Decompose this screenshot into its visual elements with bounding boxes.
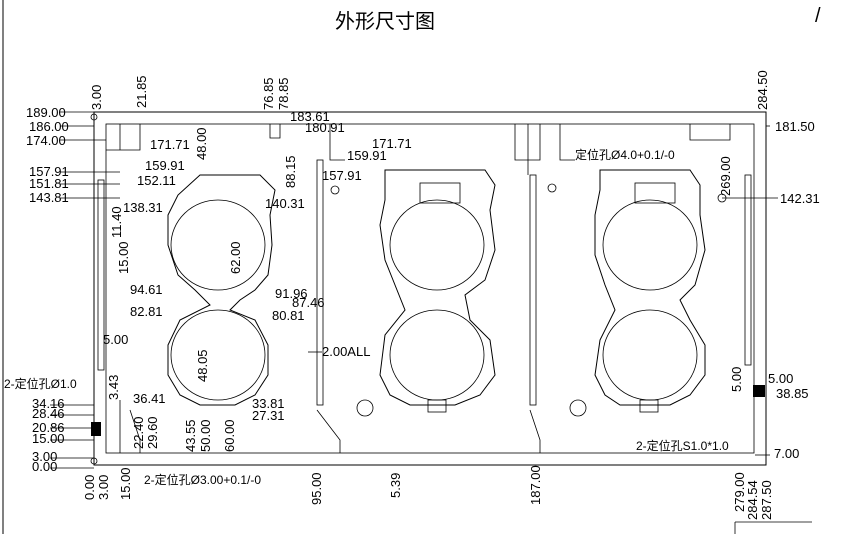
dim-label: 82.81 [130,304,163,319]
dim-label: 15.00 [32,431,65,446]
hole [569,399,587,417]
dim-label: 287.50 [759,480,774,520]
dim-label: 15.00 [116,241,131,274]
corner-mark: / [815,5,821,27]
bottom-dimensions: 0.00 3.00 15.00 95.00 5.39 187.00 279.00… [82,465,774,520]
locator-slot-right [753,385,765,397]
locator-hole-top-left [90,113,98,121]
dim-label: 33.81 [252,396,285,411]
dim-label: 157.91 [29,164,69,179]
dim-label: 159.91 [347,148,387,163]
dim-label: 36.41 [133,391,166,406]
dim-label: 151.81 [29,176,69,191]
dim-label: 3.43 [106,375,121,400]
dim-label: 3.00 [96,475,111,500]
dim-label: 29.60 [145,416,160,449]
dim-label: 15.00 [118,467,133,500]
note-locator-hole-bottom: 2-定位孔Ø3.00+0.1/-0 [144,472,261,487]
dim-label: 138.31 [123,200,163,215]
dim-label: 284.50 [755,70,770,110]
dimension-leaders [50,111,812,534]
dim-label: 5.00 [768,371,793,386]
dim-label: 62.00 [228,241,243,274]
dim-label: 180.91 [305,120,345,135]
note-locator-slot-right: 2-定位孔S1.0*1.0 [636,438,729,453]
hole [356,399,374,417]
cavity-left [167,174,276,406]
dim-label: 0.00 [82,475,97,500]
dim-label: 91.96 [275,286,308,301]
dim-label: 78.85 [276,77,291,110]
dim-label: 2.00ALL [322,344,370,359]
dim-label: 48.05 [195,349,210,382]
dim-label: 142.31 [780,191,820,206]
top-dimensions: 3.00 21.85 76.85 78.85 284.50 [89,70,770,110]
dim-label: 94.61 [130,282,163,297]
cavity-right [594,169,706,413]
dim-label: 284.54 [745,480,760,520]
right-dimensions: 181.50 142.31 5.00 38.85 7.00 5.00 [729,119,820,461]
dim-label: 60.00 [222,419,237,452]
dim-label: 43.55 [183,419,198,452]
dim-label: 181.50 [775,119,815,134]
dim-label: 189.00 [26,105,66,120]
dim-label: 5.00 [103,332,128,347]
dim-label: 140.31 [265,196,305,211]
hole [547,183,557,193]
dim-label: 20.86 [32,420,65,435]
dim-label: 183.61 [290,109,330,124]
dim-label: 186.00 [29,119,69,134]
dim-label: 3.00 [32,449,57,464]
note-locator-hole-left: 2-定位孔Ø1.0 [4,376,77,391]
locator-slot-left [91,422,101,436]
dim-label: 11.40 [109,206,124,238]
dim-label: 88.15 [283,155,298,188]
dim-label: 171.71 [372,136,412,151]
dim-label: 76.85 [261,77,276,110]
dim-label: 38.85 [776,386,809,401]
dim-label: 80.81 [272,308,305,323]
cavity-middle [379,169,496,413]
note-locator-hole-right: 定位孔Ø4.0+0.1/-0 [575,147,675,162]
dim-label: 87.46 [292,295,325,310]
dim-label: 5.00 [729,367,744,392]
dim-label: 171.71 [150,137,190,152]
dim-label: 95.00 [309,472,324,505]
inner-dimensions: 183.61 180.91 171.71 171.71 159.91 159.9… [103,109,733,452]
hole [330,185,340,195]
dim-label: 3.00 [89,85,104,110]
dim-label: 28.46 [32,406,65,421]
dim-label: 50.00 [198,419,213,452]
dim-label: 269.00 [718,156,733,196]
drawing-title: 外形尺寸图 [335,9,435,33]
dim-label: 27.31 [252,408,285,423]
board-outline [93,111,767,466]
dim-label: 152.11 [137,173,176,188]
dim-label: 48.00 [194,127,209,160]
dim-label: 279.00 [732,472,747,512]
dim-label: 143.81 [29,190,69,205]
dim-label: 34.16 [32,396,65,411]
dim-label: 159.91 [145,158,185,173]
dim-label: 5.39 [388,473,403,498]
dim-label: 7.00 [774,446,799,461]
dim-label: 187.00 [528,465,543,505]
dim-label: 174.00 [26,133,66,148]
notes: 2-定位孔Ø1.0 2-定位孔Ø3.00+0.1/-0 定位孔Ø4.0+0.1/… [4,147,729,487]
dim-label: 157.91 [322,168,362,183]
dim-label: 22.40 [131,416,146,449]
dim-label: 21.85 [134,75,149,108]
dim-label: 0.00 [32,459,57,474]
left-dimensions: 189.00 186.00 174.00 157.91 151.81 143.8… [26,105,69,474]
